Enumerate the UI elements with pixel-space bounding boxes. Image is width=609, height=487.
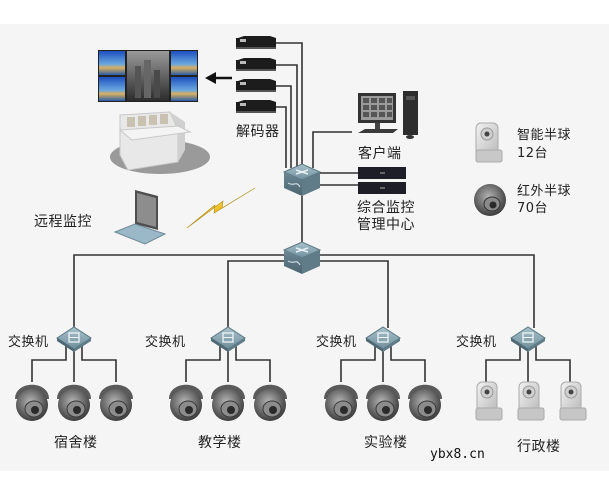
client-pc-icon xyxy=(358,91,418,139)
access-switch-icon xyxy=(510,326,546,352)
wire-client xyxy=(312,131,352,168)
wire-camera xyxy=(31,346,67,382)
access-switch-icon xyxy=(56,326,92,352)
server-icon xyxy=(358,182,406,194)
dome-camera-icon xyxy=(366,384,400,421)
dome-camera-icon xyxy=(253,384,287,421)
wire-camera xyxy=(185,346,221,382)
watermark: ybx8.cn xyxy=(430,447,485,462)
access-switch-icon xyxy=(210,326,246,352)
legend-ptz-count: 12台 xyxy=(517,146,549,161)
dome-camera-icon xyxy=(211,384,245,421)
switch-label: 交换机 xyxy=(456,335,497,350)
dome-camera-icon xyxy=(57,384,91,421)
control-console-icon xyxy=(110,111,210,174)
building-label: 行政楼 xyxy=(517,439,561,455)
wire-decoder-2 xyxy=(276,64,298,168)
wire-camera xyxy=(485,346,521,382)
mgmt-center-label-line1: 综合监控 xyxy=(357,200,415,216)
wire-decoder-3 xyxy=(276,85,292,168)
dome-camera-icon xyxy=(408,384,442,421)
wire-camera xyxy=(81,346,117,382)
switch-label: 交换机 xyxy=(8,335,49,350)
server-icon xyxy=(358,167,406,179)
dome-camera-icon xyxy=(99,384,133,421)
decoder-icon xyxy=(236,79,276,92)
building-label: 实验楼 xyxy=(364,435,408,451)
wire-camera xyxy=(535,346,571,382)
building-label: 宿舍楼 xyxy=(54,435,98,451)
arrow-icon xyxy=(205,72,232,84)
legend-ir-count: 70台 xyxy=(517,201,549,216)
dome-camera-icon xyxy=(169,384,203,421)
dome-camera-icon xyxy=(474,184,506,216)
decoder-icon xyxy=(236,36,276,49)
building-label: 教学楼 xyxy=(198,435,242,451)
wire-camera xyxy=(340,346,376,382)
laptop-icon xyxy=(113,190,167,245)
ptz-camera-icon xyxy=(475,122,503,163)
legend-ir-name: 红外半球 xyxy=(517,184,572,199)
decoder-icon xyxy=(236,100,276,113)
decoder-icon xyxy=(236,58,276,71)
ptz-camera-icon xyxy=(475,381,503,421)
wire-camera xyxy=(235,346,271,382)
switch-label: 交换机 xyxy=(316,335,357,350)
switch-label: 交换机 xyxy=(145,335,186,350)
wireless-link-icon xyxy=(186,187,256,229)
video-wall-icon xyxy=(98,50,198,102)
wire-decoder-1 xyxy=(276,42,303,168)
mgmt-center-label-line2: 管理中心 xyxy=(357,217,415,233)
ptz-camera-icon xyxy=(559,381,587,421)
access-switch-icon xyxy=(365,326,401,352)
dome-camera-icon xyxy=(15,384,49,421)
core-switch-icon xyxy=(282,163,322,196)
ptz-camera-icon xyxy=(517,381,545,421)
wire-decoder-4 xyxy=(276,106,287,168)
decoder-label: 解码器 xyxy=(236,124,280,140)
client-label: 客户端 xyxy=(358,146,402,162)
wire-camera xyxy=(390,346,426,382)
dome-camera-icon xyxy=(324,384,358,421)
remote-monitoring-label: 远程监控 xyxy=(34,214,92,230)
legend-ptz-name: 智能半球 xyxy=(517,128,572,143)
distribution-switch-icon xyxy=(282,241,322,274)
